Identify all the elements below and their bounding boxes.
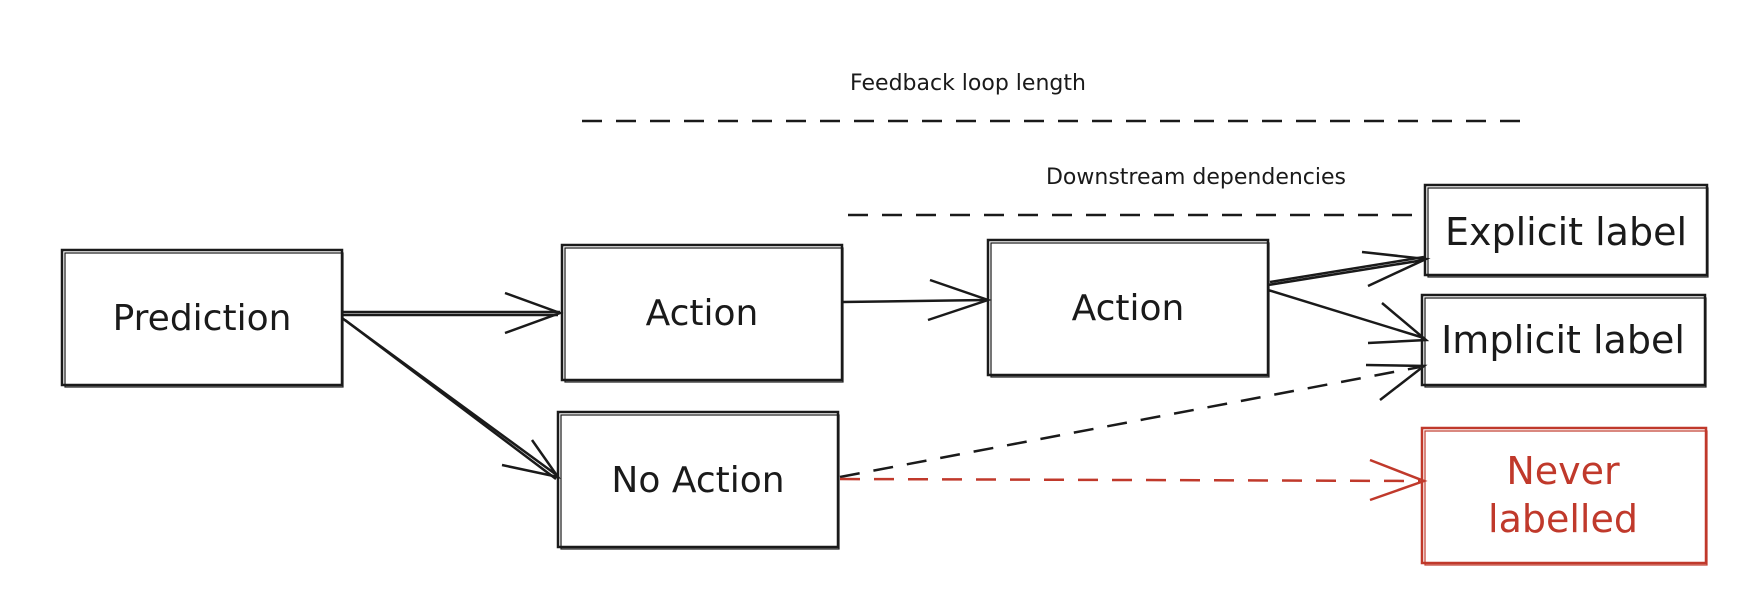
- no-action-label: No Action: [611, 460, 784, 501]
- arrow-no-action-to-implicit: [839, 363, 1428, 479]
- implicit-label-node: Implicit label: [1420, 293, 1707, 388]
- prediction-label: Prediction: [113, 298, 292, 339]
- downstream-dependencies-label: Downstream dependencies: [1046, 165, 1346, 190]
- arrow-prediction-to-no-action: [341, 316, 561, 480]
- arrow-action-to-implicit: [1267, 288, 1430, 345]
- action-1-label: Action: [646, 293, 759, 334]
- action-node-1: Action: [560, 243, 844, 383]
- never-labelled-node: Never labelled: [1420, 426, 1708, 566]
- explicit-label-node: Explicit label: [1423, 183, 1709, 278]
- arrow-action-to-action: [841, 278, 992, 322]
- action-2-label: Action: [1072, 288, 1185, 329]
- arrow-action-to-explicit: [1267, 250, 1431, 288]
- feedback-loop-label: Feedback loop length: [850, 71, 1086, 96]
- no-action-node: No Action: [556, 410, 840, 550]
- never-labelled-line1: Never: [1506, 449, 1620, 493]
- arrow-no-action-to-never: [839, 458, 1428, 502]
- implicit-label-text: Implicit label: [1441, 318, 1685, 362]
- prediction-node: Prediction: [60, 248, 344, 388]
- explicit-label-text: Explicit label: [1445, 210, 1687, 254]
- arrow-prediction-to-action: [342, 291, 564, 335]
- never-labelled-line2: labelled: [1488, 497, 1638, 541]
- action-node-2: Action: [986, 238, 1270, 378]
